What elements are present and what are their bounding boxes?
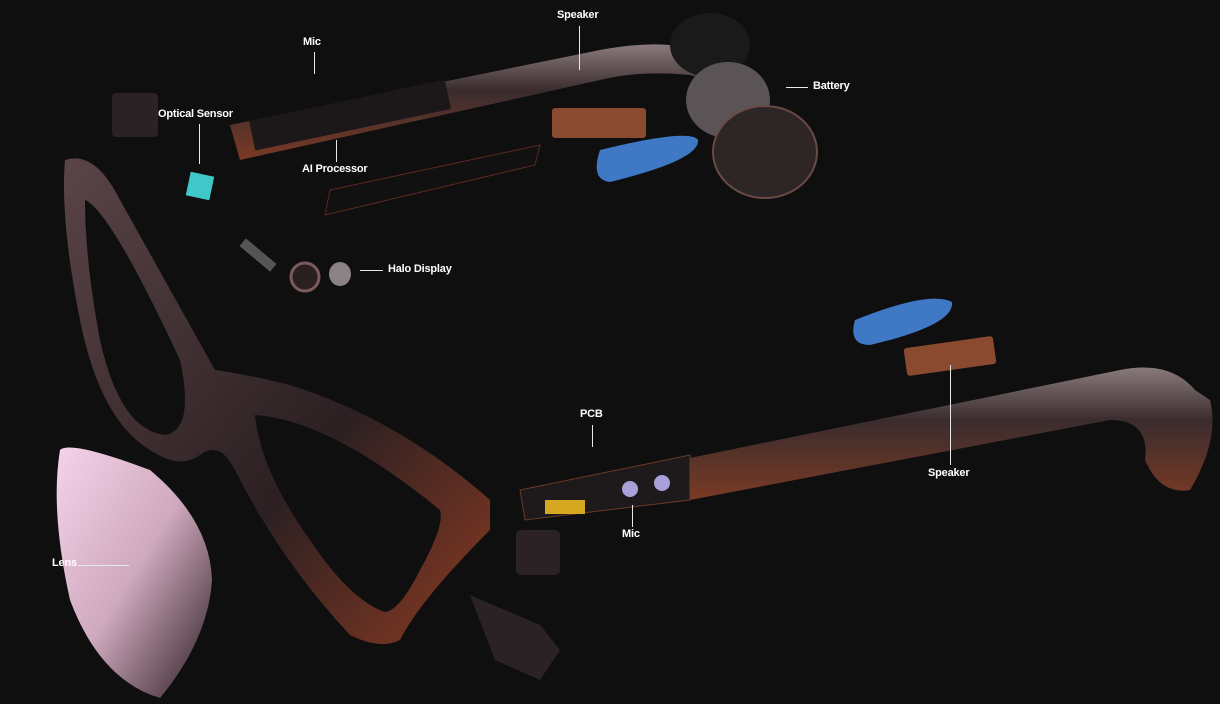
pcb-capacitor xyxy=(654,475,670,491)
lens-component xyxy=(56,447,213,698)
label-mic-bottom: Mic xyxy=(622,528,640,540)
pad-top xyxy=(596,135,699,182)
leader-line xyxy=(199,124,200,164)
battery-housing xyxy=(712,105,818,199)
ai-processor-cover xyxy=(324,144,541,216)
bottom-temple-arm xyxy=(680,367,1213,500)
glasses-frame xyxy=(64,158,490,645)
speaker-bottom-component xyxy=(903,336,997,376)
leader-line xyxy=(592,425,593,447)
leader-line xyxy=(314,52,315,74)
hinge-top xyxy=(112,93,158,137)
nose-bridge-clip xyxy=(470,595,560,680)
label-halo-display: Halo Display xyxy=(388,263,452,275)
label-lens: Lens xyxy=(52,557,77,569)
label-battery: Battery xyxy=(813,80,850,92)
leader-line xyxy=(579,26,580,70)
label-speaker-top: Speaker xyxy=(557,9,599,21)
leader-line xyxy=(78,565,129,566)
top-temple-arm xyxy=(230,44,760,160)
label-speaker-right: Speaker xyxy=(928,467,970,479)
optical-sensor-component xyxy=(185,171,215,201)
halo-display-component xyxy=(239,238,351,293)
label-mic-top: Mic xyxy=(303,36,321,48)
pcb-chip xyxy=(545,500,585,514)
leader-line xyxy=(786,87,808,88)
leader-line xyxy=(632,505,633,527)
leader-line xyxy=(336,140,337,162)
label-pcb: PCB xyxy=(580,408,603,420)
battery-cap xyxy=(670,13,750,77)
hinge-bottom xyxy=(516,530,560,575)
pad-bottom xyxy=(853,298,953,345)
speaker-top-component xyxy=(552,108,646,138)
label-optical-sensor: Optical Sensor xyxy=(158,108,233,120)
leader-line xyxy=(950,365,951,465)
leader-line xyxy=(360,270,383,271)
mic-bottom-component xyxy=(622,481,638,497)
label-ai-processor: AI Processor xyxy=(302,163,368,175)
